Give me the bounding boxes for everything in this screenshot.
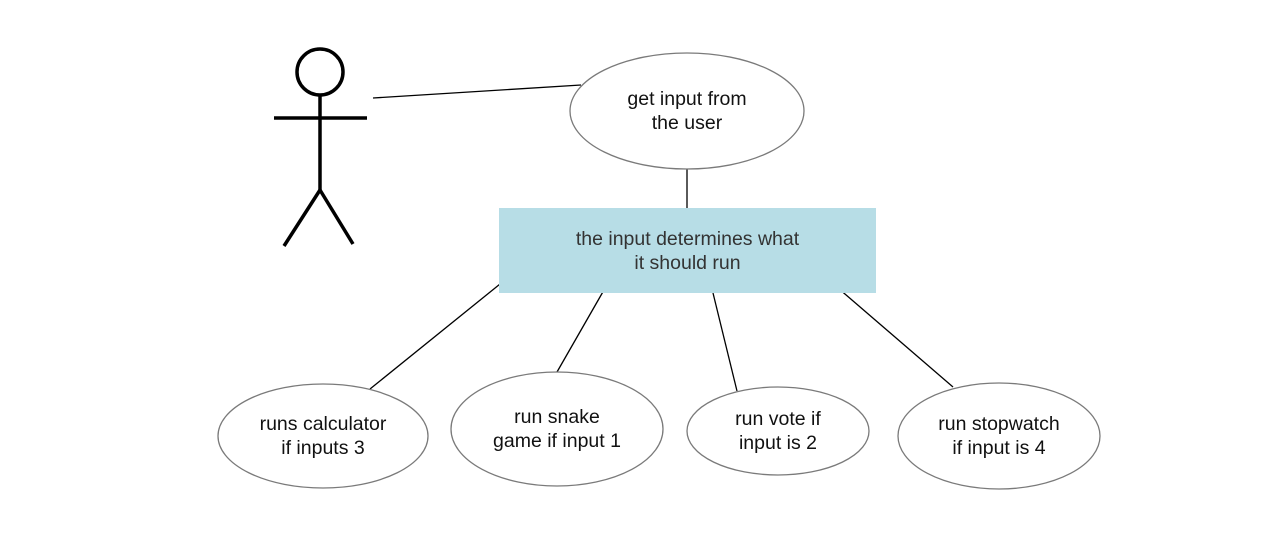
actor-head <box>295 47 345 97</box>
connector-determine-to-vote <box>712 292 738 392</box>
actor-right-leg <box>318 189 355 245</box>
calculator-line-1: runs calculator <box>259 413 387 435</box>
connector-actor-to-get-input <box>372 84 582 99</box>
stopwatch-line-1: run stopwatch <box>938 413 1060 435</box>
get-input-label: get input from the user <box>570 81 804 141</box>
vote-line-2: input is 2 <box>738 432 818 454</box>
get-input-line-1: get input from <box>627 88 747 110</box>
use-case-vote-ellipse <box>686 386 870 476</box>
connector-determine-to-calculator <box>369 279 506 390</box>
vote-label: run vote if input is 2 <box>687 401 869 461</box>
use-case-get-input-ellipse <box>569 52 805 170</box>
calculator-line-2: if inputs 3 <box>281 437 365 459</box>
connector-determine-to-stopwatch <box>837 287 954 388</box>
vote-line-1: run vote if <box>735 408 821 430</box>
snake-line-2: game if input 1 <box>493 430 621 452</box>
snake-line-1: run snake <box>514 406 600 428</box>
use-case-calculator-ellipse <box>217 383 429 489</box>
snake-label: run snake game if input 1 <box>451 399 663 459</box>
stopwatch-label: run stopwatch if input is 4 <box>898 406 1100 466</box>
actor-stick-figure-icon <box>274 47 367 247</box>
determine-line-1: the input determines what <box>575 227 800 250</box>
stopwatch-line-2: if input is 4 <box>952 437 1046 459</box>
determine-line-2: it should run <box>634 251 741 274</box>
actor-left-leg <box>282 189 322 247</box>
get-input-line-2: the user <box>651 112 723 134</box>
process-box <box>499 208 876 293</box>
connector-determine-to-snake <box>556 282 609 373</box>
determine-label: the input determines what it should run <box>499 208 876 293</box>
use-case-snake-ellipse <box>450 371 664 487</box>
calculator-label: runs calculator if inputs 3 <box>218 406 428 466</box>
use-case-stopwatch-ellipse <box>897 382 1101 490</box>
